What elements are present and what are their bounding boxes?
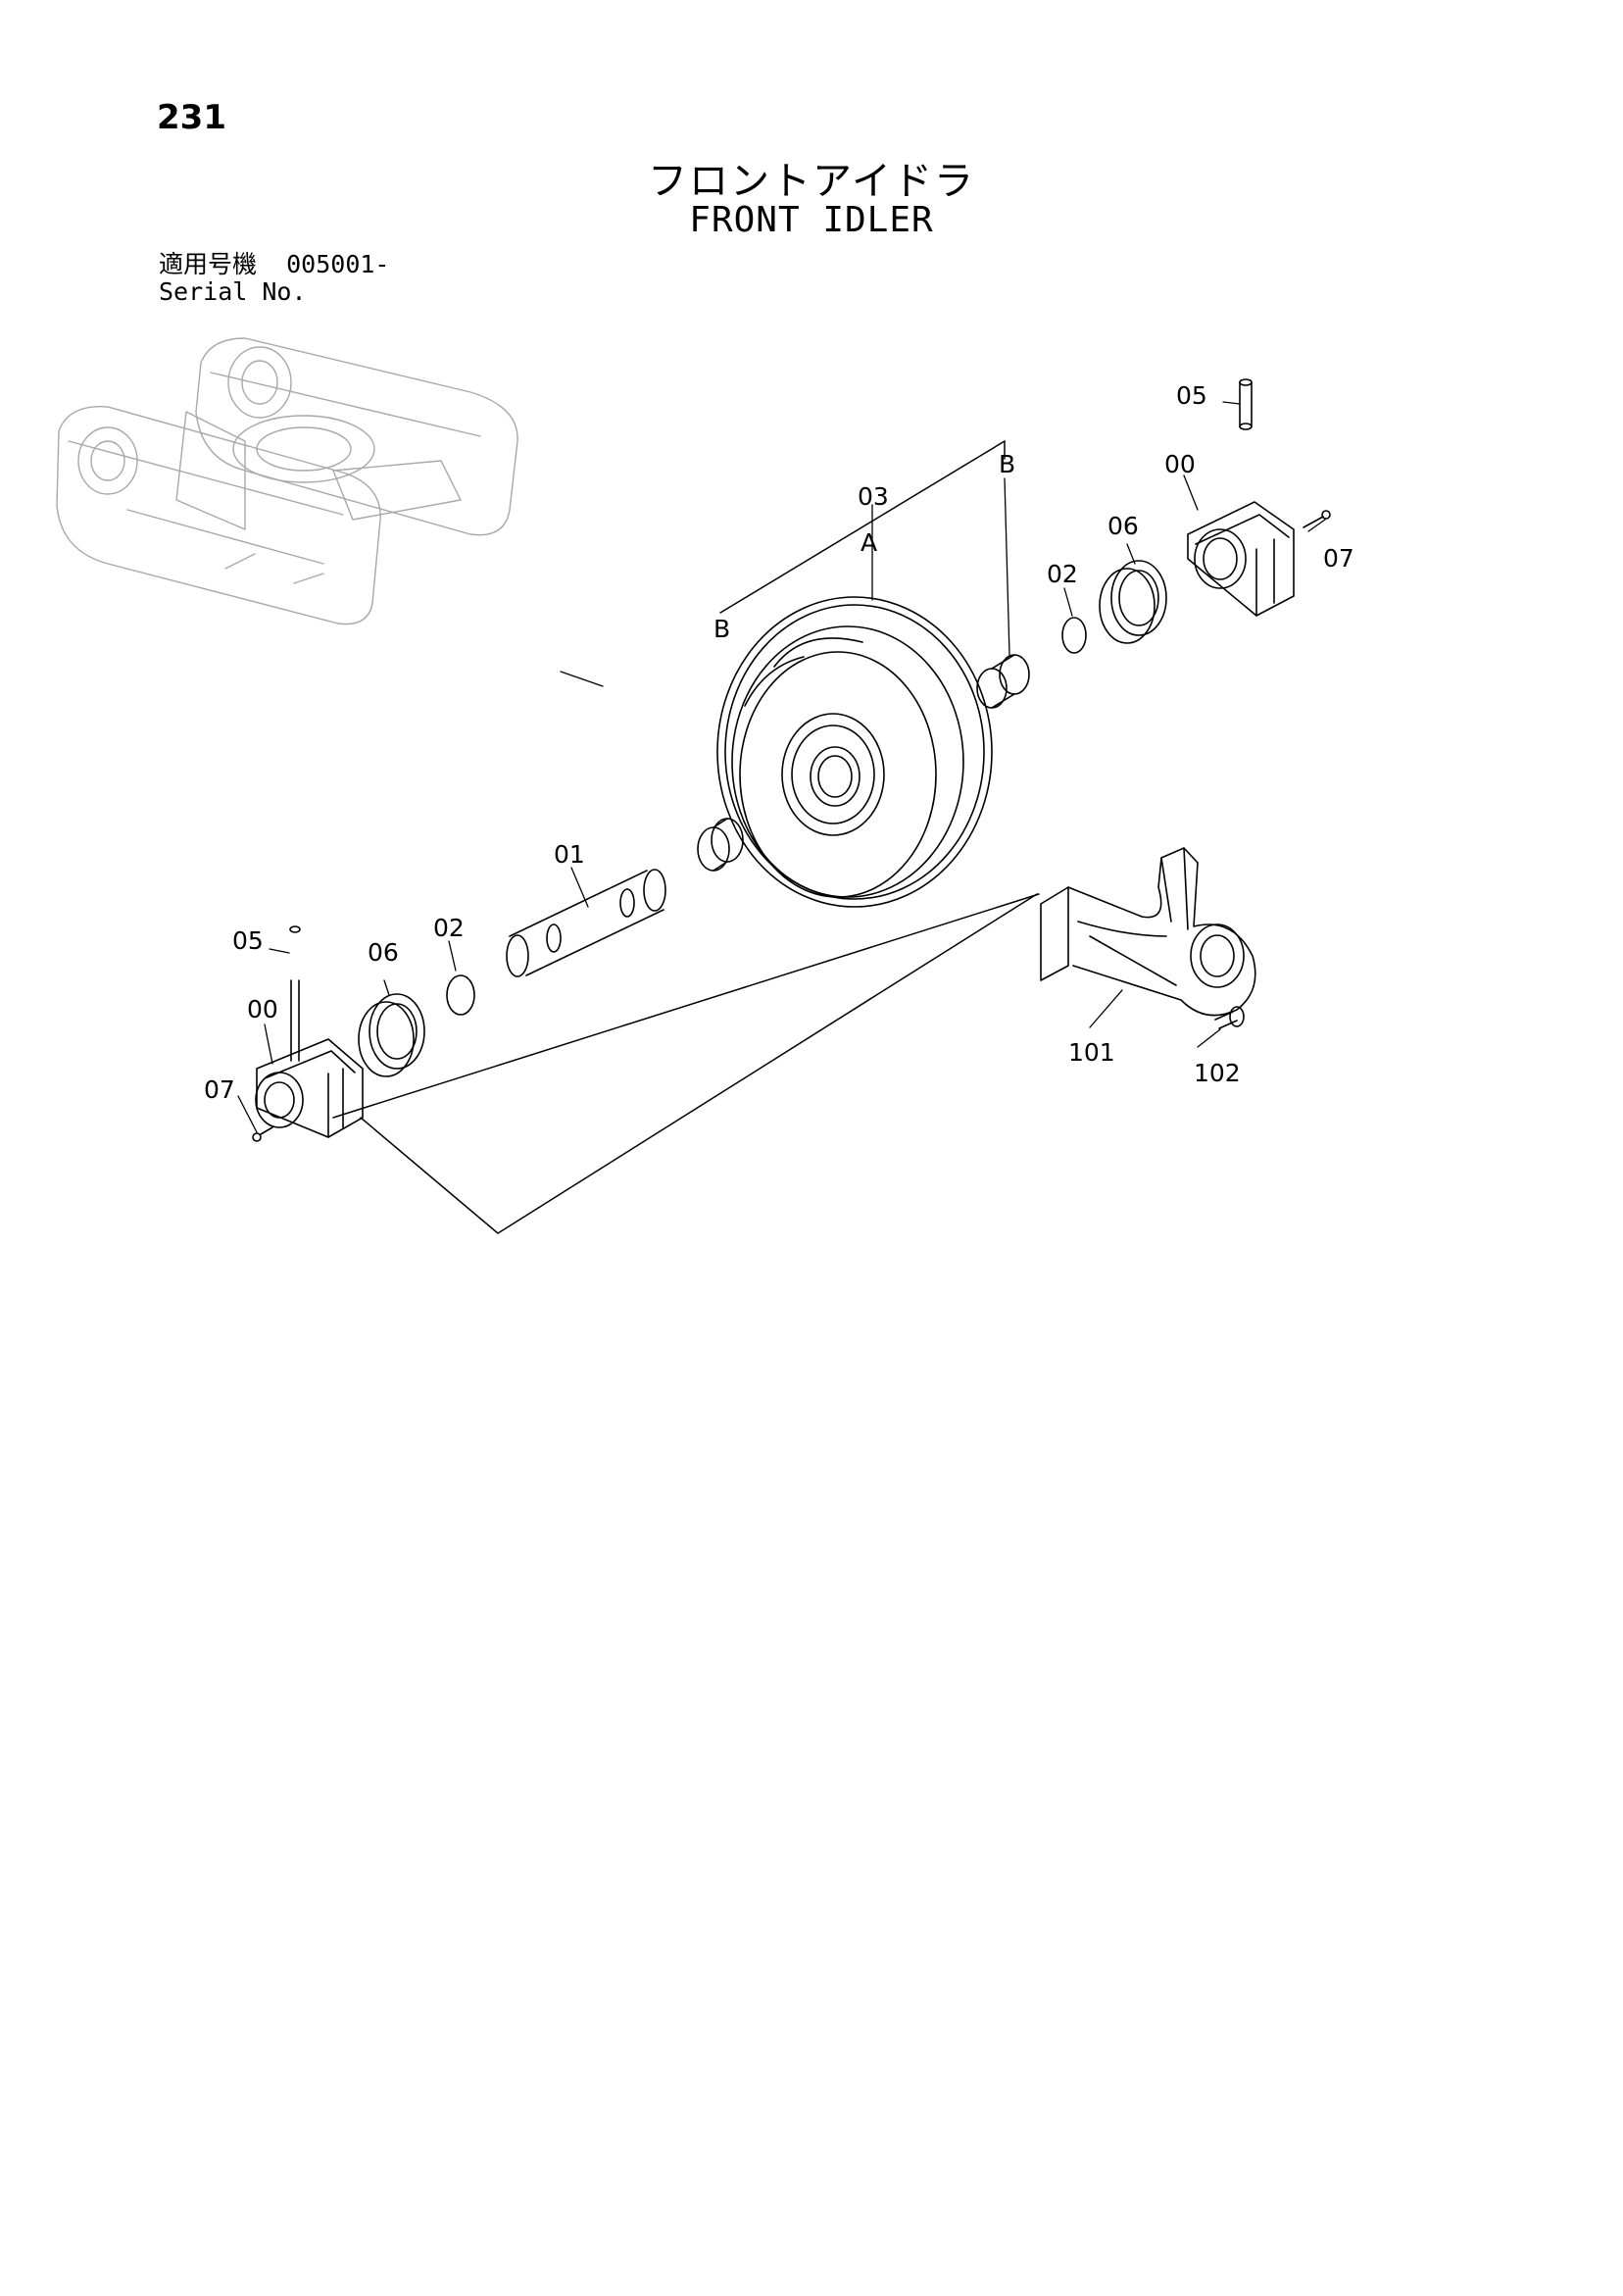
serial-label-jp: 適用号機 [159,250,258,278]
bushing-left [697,818,744,872]
serial-value: 005001- [286,250,390,278]
serial-label-en: Serial No. [159,277,307,306]
grease-fitting-left [252,1126,273,1142]
label-101: 101 [1068,1038,1115,1067]
part-callout-labels: 05 00 07 06 02 B 03 A B 01 05 06 02 00 0… [204,381,1354,1104]
serial-number-block: 適用号機 005001- Serial No. [159,251,389,306]
page-title-japanese: フロントアイドラ [648,159,975,204]
o-ring-right [1061,617,1087,654]
label-05-top: 05 [1176,381,1207,410]
label-a: A [861,528,877,557]
leader-lines [237,401,1326,1133]
label-b-right: B [999,450,1015,478]
label-03: 03 [858,482,889,511]
pin-left [289,925,301,1062]
label-102: 102 [1194,1059,1241,1087]
idler-wheel-part-03 [716,596,993,908]
label-06-left: 06 [368,938,399,967]
bracket-left [255,1038,364,1138]
seal-left [358,993,425,1077]
grease-fitting-right [1303,510,1331,528]
o-ring-left [446,974,475,1016]
assembly-reference-lines [332,440,1040,1234]
serial-row-jp: 適用号機 005001- [159,251,389,278]
idler-yoke-part-101 [1040,847,1256,1017]
bushing-right [976,654,1030,709]
page-number: 231 [157,98,226,137]
bolt-part-102 [1214,1006,1245,1029]
seal-right [1099,560,1167,644]
label-02-left: 02 [433,914,465,942]
undercarriage-overview-thumbnail [56,337,518,625]
label-07-left: 07 [204,1075,235,1104]
label-02-right: 02 [1047,560,1078,588]
label-07-right: 07 [1323,544,1354,573]
shaft-part-01 [506,869,666,977]
page-title-english: FRONT IDLER [689,200,934,240]
label-b-left: B [713,615,730,643]
bracket-right [1187,501,1295,617]
pin-right [1239,378,1253,430]
label-00-left: 00 [247,995,278,1023]
label-01: 01 [554,840,585,869]
label-06-right: 06 [1107,512,1139,540]
label-05-left: 05 [232,926,264,955]
label-00-right: 00 [1164,450,1196,478]
